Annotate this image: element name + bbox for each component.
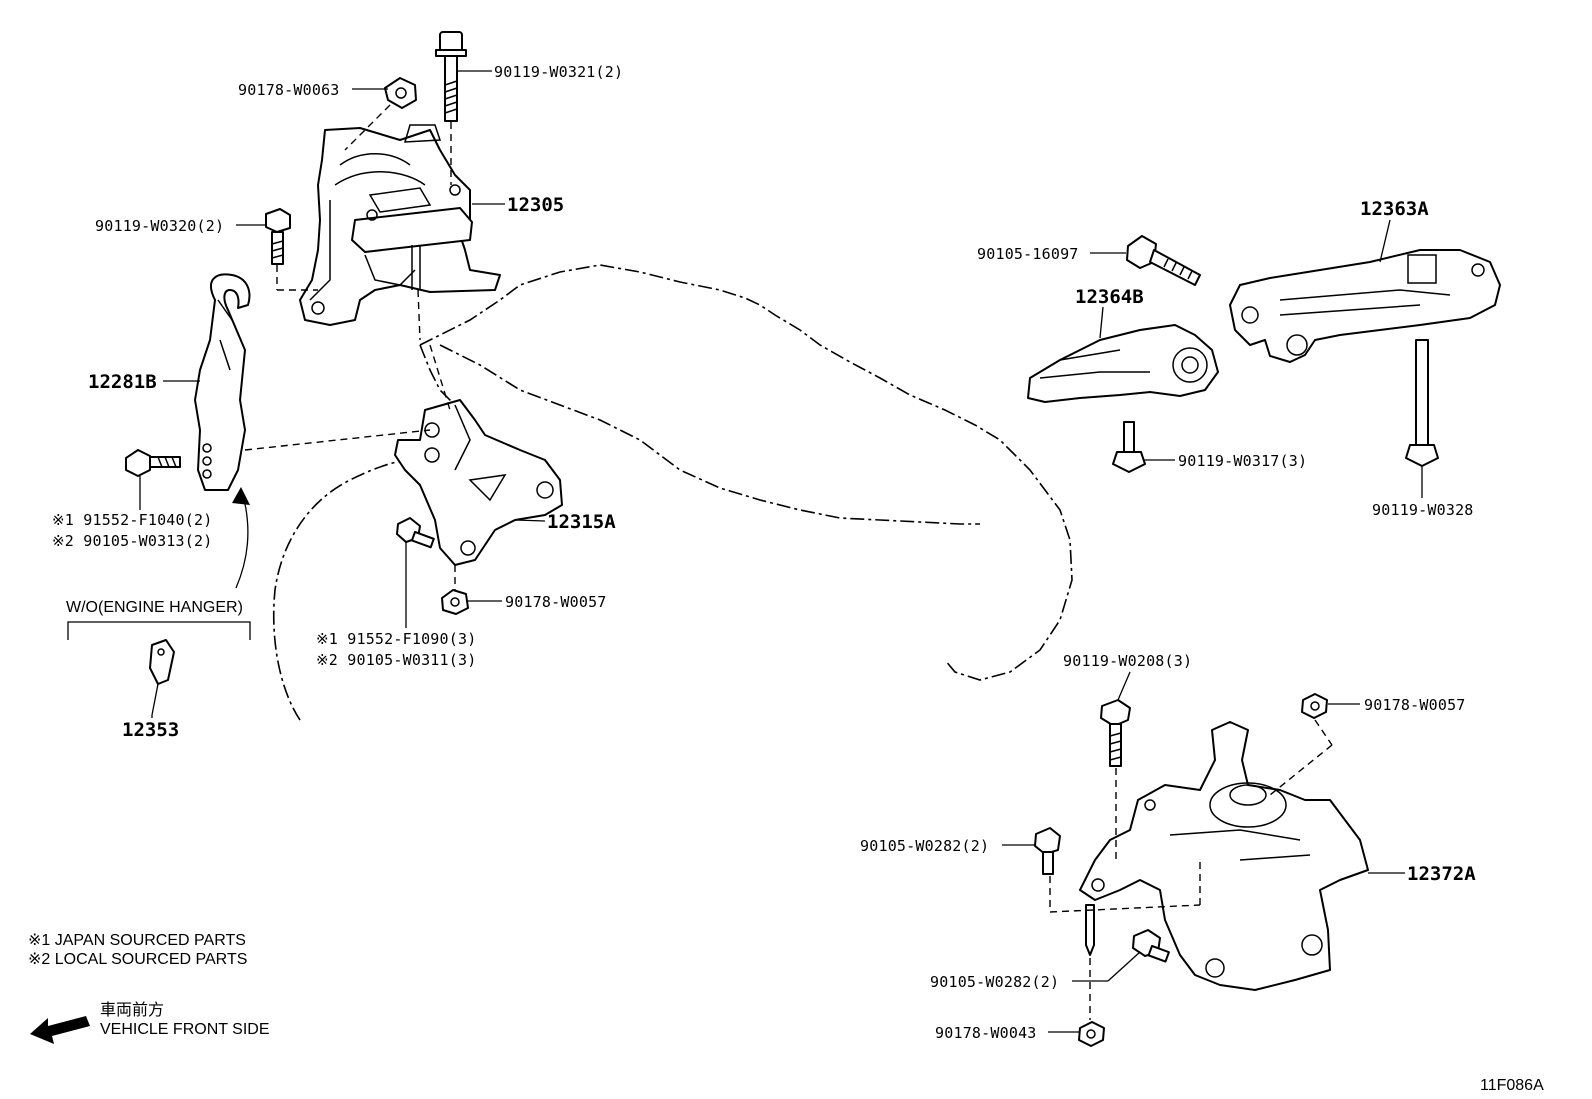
label-90119-W0320[interactable]: 90119-W0320(2) [95, 217, 224, 235]
bolt-91552-F1040 [125, 449, 181, 477]
label-12364B[interactable]: 12364B [1075, 286, 1144, 308]
label-90105-W0282-b[interactable]: 90105-W0282(2) [930, 973, 1059, 991]
stud-bolt [1085, 904, 1095, 956]
nut-90178-W0043 [1078, 1021, 1105, 1047]
label-90178-W0063[interactable]: 90178-W0063 [238, 81, 340, 99]
bolt-90119-W0328 [1405, 339, 1439, 467]
front-arrow-icon [30, 1016, 90, 1044]
label-90105-W0282-a[interactable]: 90105-W0282(2) [860, 837, 989, 855]
label-90119-W0317[interactable]: 90119-W0317(3) [1178, 452, 1307, 470]
label-12305[interactable]: 12305 [507, 194, 564, 216]
bolt-90119-W0321 [435, 31, 467, 122]
label-12363A[interactable]: 12363A [1360, 198, 1429, 220]
transmission-mount-12372A [1079, 721, 1369, 991]
nut-90178-W0057-b [1301, 693, 1328, 719]
leader-lines [139, 70, 1423, 1033]
note-local-sourced: ※2 LOCAL SOURCED PARTS [28, 951, 247, 968]
engine-outline [272, 264, 1073, 721]
note-japan-sourced: ※1 JAPAN SOURCED PARTS [28, 932, 246, 949]
engine-bracket-12315A [394, 399, 563, 566]
label-90178-W0043[interactable]: 90178-W0043 [935, 1024, 1037, 1042]
note-front-en: VEHICLE FRONT SIDE [100, 1021, 270, 1038]
hanger-bracket-12281B [194, 273, 251, 491]
assembly-lines [244, 104, 1333, 1020]
note-front-jp: 車両前方 [100, 1001, 164, 1019]
bolt-90119-W0320 [265, 208, 291, 265]
label-90119-W0328[interactable]: 90119-W0328 [1372, 501, 1474, 519]
bolt-90119-W0317 [1112, 421, 1146, 473]
label-91552-F1040[interactable]: ※1 91552-F1040(2) [52, 511, 212, 529]
label-90105-W0313[interactable]: ※2 90105-W0313(2) [52, 532, 212, 550]
bolt-90105-W0282-a [1034, 827, 1061, 875]
label-90105-16097[interactable]: 90105-16097 [977, 245, 1079, 263]
label-91552-F1090[interactable]: ※1 91552-F1090(3) [316, 630, 476, 648]
nut-90178-W0063 [384, 77, 417, 109]
engine-mount-12305 [299, 124, 501, 326]
label-90105-W0311[interactable]: ※2 90105-W0311(3) [316, 651, 476, 669]
label-90178-W0057-a[interactable]: 90178-W0057 [505, 593, 607, 611]
bolt-90105-16097 [1126, 235, 1201, 286]
arrow-up-icon [232, 487, 250, 589]
torque-rod-12363A [1229, 249, 1501, 363]
bolt-90119-W0208 [1100, 699, 1131, 767]
label-12315A[interactable]: 12315A [547, 511, 616, 533]
diagram-code: 11F086A [1480, 1077, 1544, 1094]
label-12372A[interactable]: 12372A [1407, 863, 1476, 885]
torque-rod-bracket-12364B [1027, 324, 1219, 403]
label-engine-hanger: W/O(ENGINE HANGER) [66, 599, 243, 616]
label-90178-W0057-b[interactable]: 90178-W0057 [1364, 696, 1466, 714]
label-12353[interactable]: 12353 [122, 719, 179, 741]
label-12281B[interactable]: 12281B [88, 371, 157, 393]
engine-hanger-bracket-icon [67, 621, 251, 716]
bolt-90105-W0282-b [1132, 929, 1170, 963]
bolt-91552-F1090 [396, 517, 435, 549]
label-90119-W0208[interactable]: 90119-W0208(3) [1063, 652, 1192, 670]
label-90119-W0321[interactable]: 90119-W0321(2) [494, 63, 623, 81]
nut-90178-W0057-a [441, 589, 469, 615]
